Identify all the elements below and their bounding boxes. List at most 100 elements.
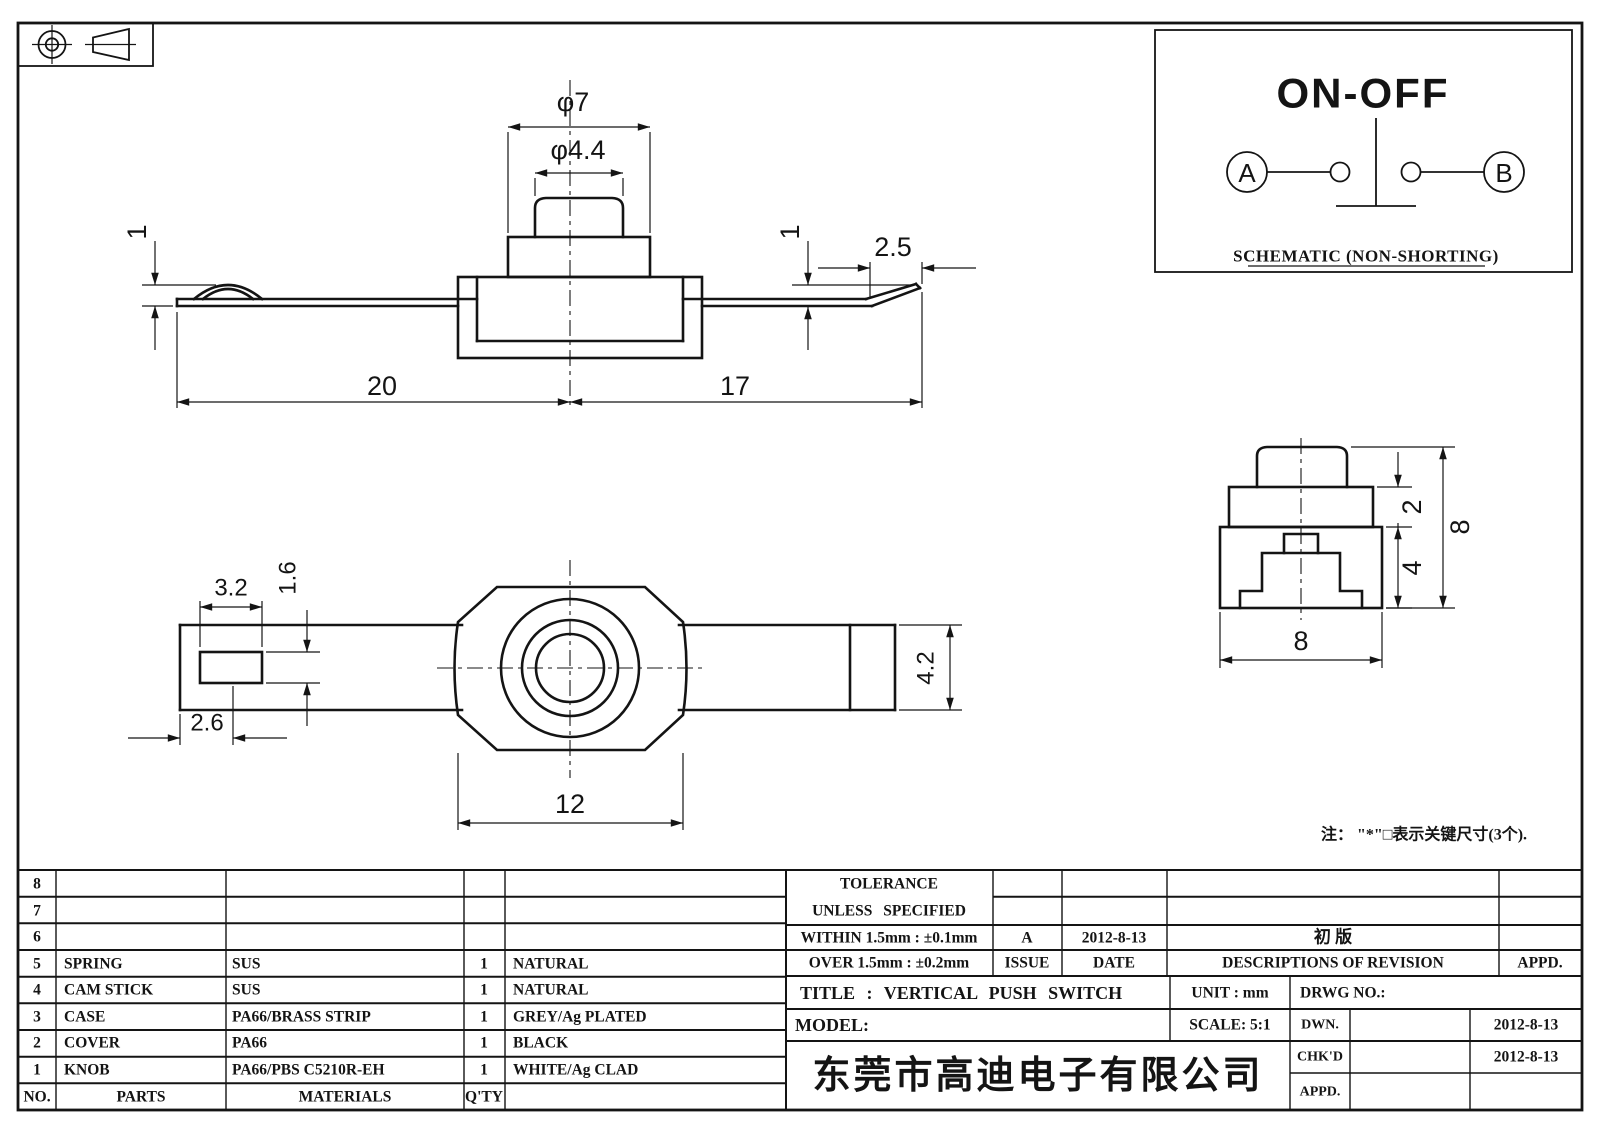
revision-date-label: DATE xyxy=(1093,955,1135,972)
projection-symbol-icon xyxy=(17,22,154,67)
tolerance-over: OVER 1.5mm : ±0.2mm xyxy=(809,955,970,972)
chkd-date: 2012-8-13 xyxy=(1494,1049,1559,1066)
sheet-border xyxy=(16,21,1584,1112)
row-no: 7 xyxy=(33,903,41,920)
table-header-row: NO. PARTS MATERIALS Q'TY xyxy=(23,1089,503,1106)
side-knob-outline xyxy=(1255,445,1349,489)
row-no: 4 xyxy=(33,982,41,999)
row-no: 8 xyxy=(33,876,41,893)
row-finish: NATURAL xyxy=(513,982,589,999)
header-no: NO. xyxy=(23,1089,50,1106)
dim-dia-outer: φ7 xyxy=(557,87,590,117)
dwn-label: DWN. xyxy=(1301,1018,1339,1033)
row-no: 2 xyxy=(33,1035,41,1052)
bottom-view: 3.2 1.6 2.6 12 4.2 xyxy=(128,560,962,830)
side-view: 2 4 8 8 xyxy=(1218,438,1475,668)
row-finish: NATURAL xyxy=(513,956,589,973)
row-finish: GREY/Ag PLATED xyxy=(513,1009,647,1026)
drwg-no-label: DRWG NO.: xyxy=(1300,985,1386,1002)
schematic-panel: ON-OFF A B SCHEMATIC (NON-SHORTING) xyxy=(1154,29,1573,273)
table-row: 7 xyxy=(33,903,41,920)
tolerance-line1: TOLERANCE xyxy=(840,876,938,893)
cover-outline xyxy=(506,235,652,279)
revision-description-label: DESCRIPTIONS OF REVISION xyxy=(1222,955,1444,972)
table-row: 8 xyxy=(33,876,41,893)
row-qty: 1 xyxy=(480,1035,488,1052)
row-part: SPRING xyxy=(64,956,123,973)
dim-length-right: 17 xyxy=(720,371,750,401)
switch-symbol: A B xyxy=(1226,118,1525,207)
dim-width: 8 xyxy=(1293,626,1308,656)
row-no: 6 xyxy=(33,929,41,946)
row-material: SUS xyxy=(232,982,260,999)
title-block: TOLERANCE UNLESS SPECIFIED WITHIN 1.5mm … xyxy=(786,870,1582,1110)
tolerance-within: WITHIN 1.5mm : ±0.1mm xyxy=(801,930,978,947)
cone-icon xyxy=(92,27,130,62)
unit-label: UNIT : mm xyxy=(1191,985,1268,1002)
dim-bump-height: 1 xyxy=(122,224,152,239)
revision-issue-label: ISSUE xyxy=(1005,955,1050,972)
header-materials: MATERIALS xyxy=(299,1089,392,1106)
tolerance-line2: UNLESS SPECIFIED xyxy=(812,903,966,920)
slot-outline xyxy=(198,650,264,685)
schematic-caption: SCHEMATIC (NON-SHORTING) xyxy=(1233,247,1499,266)
dim-cover-height: 2 xyxy=(1397,499,1427,514)
revision-date-value: 2012-8-13 xyxy=(1082,930,1147,947)
body-outline xyxy=(453,585,688,752)
dim-dia-knob: φ4.4 xyxy=(550,135,605,165)
side-case-outline xyxy=(1218,525,1384,610)
row-material: SUS xyxy=(232,956,260,973)
dim-length-left: 20 xyxy=(367,371,397,401)
terminal-a-label: A xyxy=(1238,158,1256,188)
model-label: MODEL: xyxy=(795,1015,869,1035)
dwn-date: 2012-8-13 xyxy=(1494,1017,1559,1034)
revision-issue-value: A xyxy=(1021,930,1033,947)
row-qty: 1 xyxy=(480,1009,488,1026)
dim-case-height: 4 xyxy=(1397,560,1427,575)
row-part: KNOB xyxy=(64,1062,110,1079)
row-no: 5 xyxy=(33,956,41,973)
dim-slot-width: 3.2 xyxy=(214,575,247,602)
row-material: PA66 xyxy=(232,1035,267,1052)
key-dimension-note: 注： "*"□表示关键尺寸(3个). xyxy=(1321,825,1527,844)
dim-slot-height: 1.6 xyxy=(275,561,302,594)
case-outline xyxy=(456,275,704,360)
table-row: 5 SPRING SUS 1 NATURAL xyxy=(33,956,588,973)
header-qty: Q'TY xyxy=(465,1089,503,1106)
revision-description-value: 初 版 xyxy=(1314,927,1352,947)
table-row: 1 KNOB PA66/PBS C5210R-EH 1 WHITE/Ag CLA… xyxy=(33,1062,638,1079)
scale-label: SCALE: 5:1 xyxy=(1189,1017,1270,1034)
row-part: CAM STICK xyxy=(64,982,153,999)
schematic-title: ON-OFF xyxy=(1277,70,1450,117)
row-part: COVER xyxy=(64,1035,121,1052)
row-qty: 1 xyxy=(480,1062,488,1079)
revision-appd-label: APPD. xyxy=(1517,955,1562,972)
dim-total-height: 8 xyxy=(1445,519,1475,534)
row-qty: 1 xyxy=(480,982,488,999)
row-material: PA66/PBS C5210R-EH xyxy=(232,1062,385,1079)
knob-outline xyxy=(533,196,625,239)
row-no: 3 xyxy=(33,1009,41,1026)
right-terminal xyxy=(681,282,922,308)
dim-tip-length: 2.5 xyxy=(874,232,912,262)
header-parts: PARTS xyxy=(116,1089,165,1106)
front-view: φ7 φ4.4 1 1 2.5 20 17 xyxy=(122,80,976,408)
parts-table: 8 7 6 5 SPRING SUS 1 NATURAL 4 CAM STICK… xyxy=(18,869,1582,1110)
row-no: 1 xyxy=(33,1062,41,1079)
row-finish: WHITE/Ag CLAD xyxy=(513,1062,638,1079)
drawing-title: TITLE : VERTICAL PUSH SWITCH xyxy=(800,983,1122,1003)
company-name: 东莞市高迪电子有限公司 xyxy=(812,1055,1263,1097)
dim-strip-width: 4.2 xyxy=(913,651,940,684)
table-row: 6 xyxy=(33,929,41,946)
chkd-label: CHK'D xyxy=(1297,1050,1343,1065)
dim-tip-height: 1 xyxy=(775,224,805,239)
terminal-b-label: B xyxy=(1495,158,1512,188)
dim-body-width: 12 xyxy=(555,789,585,819)
table-row: 2 COVER PA66 1 BLACK xyxy=(33,1035,568,1052)
row-material: PA66/BRASS STRIP xyxy=(232,1009,371,1026)
row-finish: BLACK xyxy=(513,1035,568,1052)
table-row: 3 CASE PA66/BRASS STRIP 1 GREY/Ag PLATED xyxy=(33,1009,647,1026)
appd-label: APPD. xyxy=(1300,1085,1341,1100)
dim-slot-offset: 2.6 xyxy=(190,710,223,737)
